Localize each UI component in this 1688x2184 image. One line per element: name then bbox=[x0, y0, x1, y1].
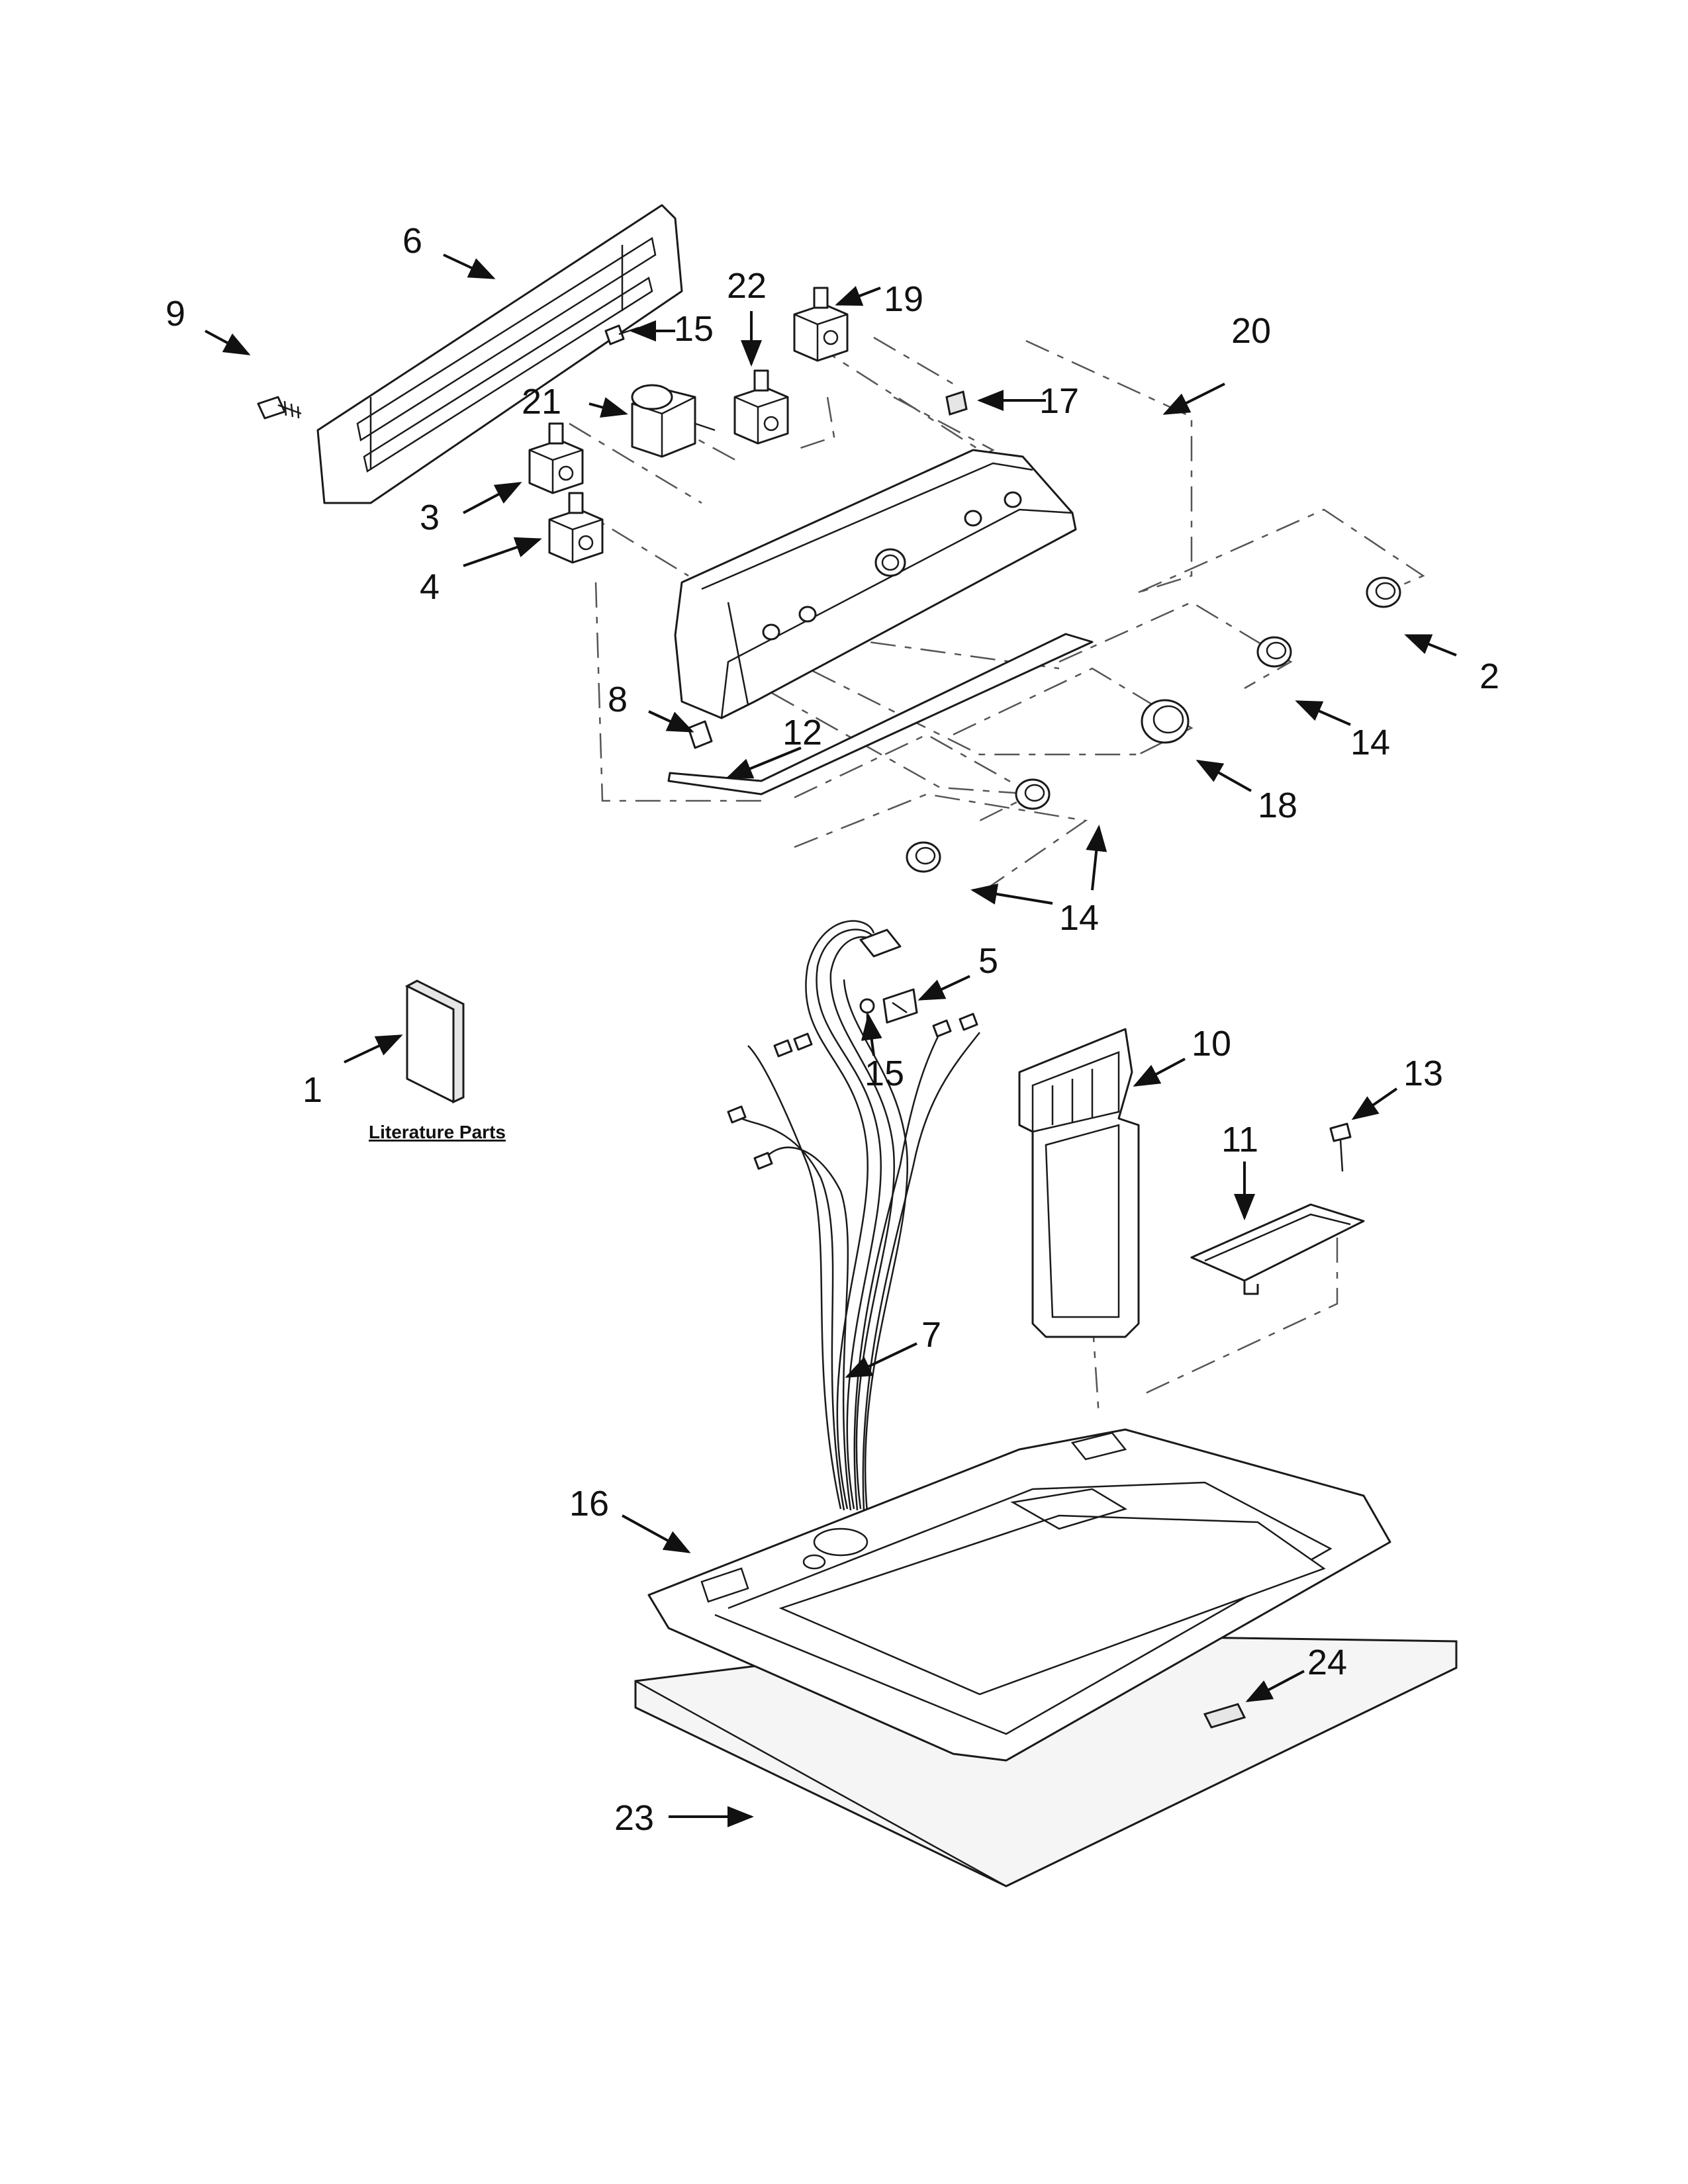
switch-3 bbox=[528, 422, 584, 494]
callout-15-top: 15 bbox=[674, 309, 714, 349]
switch-4 bbox=[548, 492, 604, 564]
callout-7: 7 bbox=[921, 1315, 941, 1355]
callout-13: 13 bbox=[1403, 1054, 1443, 1093]
top-cover-16 bbox=[647, 1428, 1391, 1762]
bracket-5 bbox=[882, 988, 918, 1024]
wire-harness-7 bbox=[727, 920, 980, 1513]
callout-19: 19 bbox=[884, 279, 923, 319]
screw-15-lower bbox=[859, 998, 875, 1036]
callout-6: 6 bbox=[402, 221, 422, 261]
badge-24 bbox=[1203, 1703, 1246, 1729]
strip-12 bbox=[667, 633, 1094, 796]
literature-parts-label: Literature Parts bbox=[369, 1122, 506, 1142]
timer-21 bbox=[631, 384, 716, 458]
callout-12: 12 bbox=[782, 713, 822, 752]
rear-control-panel bbox=[316, 204, 683, 504]
callout-2: 2 bbox=[1479, 657, 1499, 696]
screw-13 bbox=[1329, 1122, 1352, 1172]
callout-22: 22 bbox=[727, 266, 767, 306]
callout-5: 5 bbox=[978, 941, 998, 981]
clip-8 bbox=[687, 720, 713, 749]
clip-17 bbox=[945, 390, 968, 416]
lint-screen-10 bbox=[1018, 1028, 1140, 1338]
assembly-dash-lines bbox=[569, 336, 1425, 1417]
callout-9: 9 bbox=[165, 294, 185, 334]
callout-17: 17 bbox=[1039, 381, 1079, 421]
callout-18: 18 bbox=[1258, 786, 1297, 825]
callout-14-upper: 14 bbox=[1350, 723, 1390, 762]
callout-numbers: 6 9 15 22 19 21 17 20 3 4 2 14 18 14 8 1… bbox=[165, 221, 1499, 1838]
switch-22 bbox=[733, 369, 789, 445]
screw-9 bbox=[257, 396, 302, 420]
callout-14-lower: 14 bbox=[1059, 898, 1099, 938]
knob-ring-14-upper bbox=[1256, 636, 1292, 668]
knob-ring-14-lower bbox=[906, 841, 941, 873]
knob-ring-14-middle bbox=[1015, 778, 1051, 810]
callout-24: 24 bbox=[1307, 1643, 1347, 1682]
callout-4: 4 bbox=[420, 567, 440, 607]
bracket-11 bbox=[1190, 1203, 1365, 1295]
knob-ring-2 bbox=[1366, 576, 1401, 608]
callout-3: 3 bbox=[420, 498, 440, 537]
callout-15-lower: 15 bbox=[865, 1054, 904, 1093]
control-console bbox=[674, 449, 1077, 719]
callout-21: 21 bbox=[522, 382, 561, 422]
callout-23: 23 bbox=[614, 1798, 654, 1838]
leader-arrows bbox=[205, 253, 1457, 1827]
switch-19 bbox=[793, 287, 849, 362]
callout-1: 1 bbox=[303, 1070, 322, 1110]
literature-booklet bbox=[404, 979, 465, 1104]
knob-ring-18 bbox=[1141, 699, 1190, 744]
callout-10: 10 bbox=[1192, 1024, 1231, 1064]
callout-11: 11 bbox=[1221, 1120, 1258, 1160]
callout-16: 16 bbox=[569, 1484, 609, 1524]
callout-8: 8 bbox=[608, 680, 628, 719]
screw-15-top bbox=[604, 324, 639, 345]
callout-20: 20 bbox=[1231, 311, 1271, 351]
